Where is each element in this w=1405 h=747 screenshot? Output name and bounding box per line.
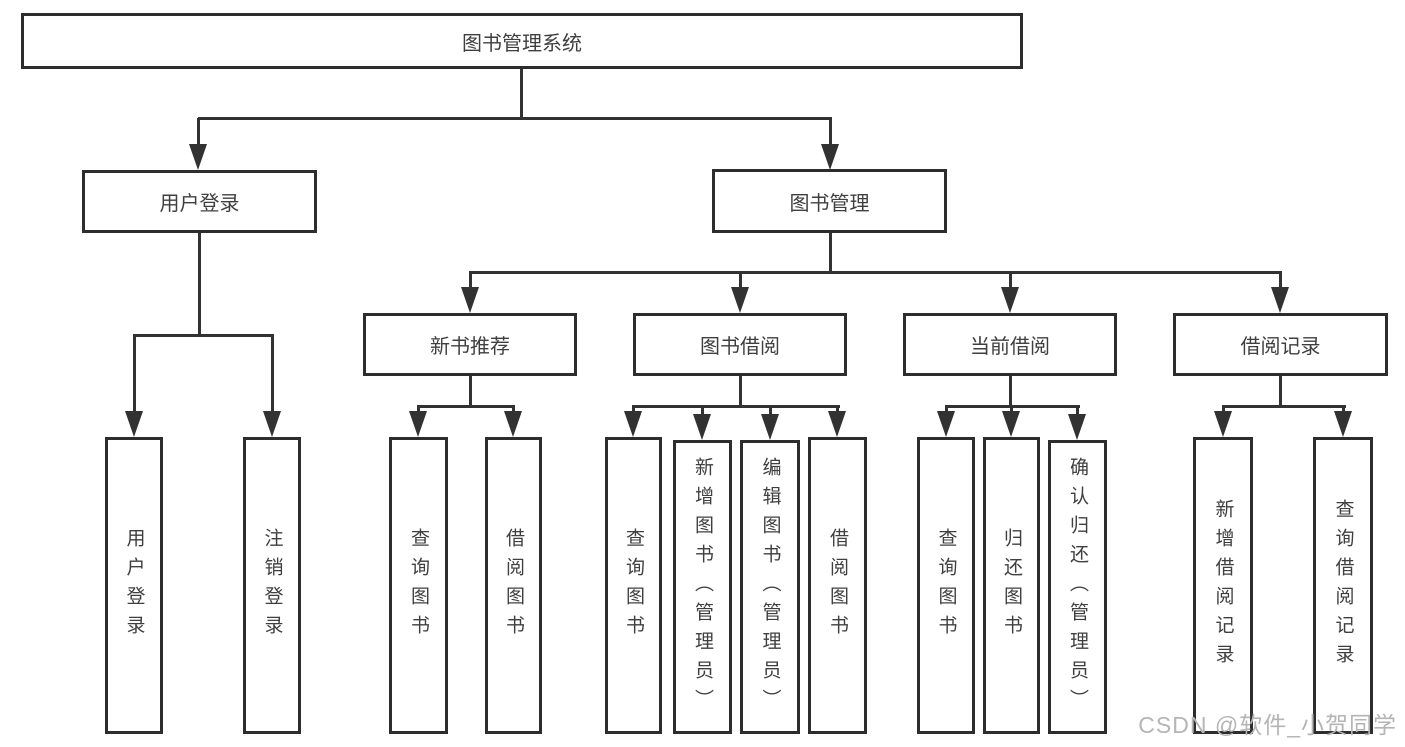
node-book-borrowing: 图书借阅 (633, 313, 847, 376)
leaf-confirm-return-admin: 确认归还（管理员） (1048, 440, 1107, 734)
node-new-book-recommendation: 新书推荐 (363, 313, 577, 376)
arrowhead-down-icon (828, 411, 846, 437)
arrowhead-down-icon (761, 414, 779, 440)
arrowhead-down-icon (1002, 411, 1020, 437)
leaf-borrow-books-borrow: 借阅图书 (808, 437, 867, 734)
arrowhead-down-icon (125, 411, 143, 437)
edge-line (632, 405, 840, 408)
edge-line (769, 406, 772, 418)
arrowhead-down-icon (693, 414, 711, 440)
leaf-query-borrow-record: 查询借阅记录 (1313, 437, 1373, 734)
edge-line (1076, 406, 1079, 418)
arrowhead-down-icon (624, 411, 642, 437)
edge-line (739, 376, 742, 407)
arrowhead-down-icon (731, 287, 749, 313)
edge-line (469, 376, 472, 407)
edge-line (739, 272, 742, 290)
arrowhead-down-icon (263, 411, 281, 437)
arrowhead-down-icon (1001, 287, 1019, 313)
arrowhead-down-icon (1271, 287, 1289, 313)
edge-line (520, 69, 523, 118)
edge-line (469, 272, 472, 290)
edge-line (469, 271, 1282, 274)
leaf-edit-books-admin: 编辑图书（管理员） (740, 440, 800, 734)
edge-line (1279, 376, 1282, 407)
node-book-management: 图书管理 (712, 169, 947, 233)
arrowhead-down-icon (504, 411, 522, 437)
node-borrowing-records: 借阅记录 (1173, 313, 1388, 376)
arrowhead-down-icon (189, 144, 207, 170)
edge-line (1279, 272, 1282, 290)
leaf-query-books-current: 查询图书 (917, 437, 975, 734)
edge-line (133, 334, 274, 337)
arrowhead-down-icon (821, 144, 839, 170)
edge-line (198, 233, 201, 335)
edge-line (701, 406, 704, 418)
edge-line (1009, 272, 1012, 290)
leaf-add-borrow-record: 新增借阅记录 (1193, 437, 1253, 734)
edge-line (829, 118, 832, 148)
arrowhead-down-icon (461, 287, 479, 313)
leaf-add-books-admin: 新增图书（管理员） (673, 440, 732, 734)
edge-line (417, 405, 515, 408)
arrowhead-down-icon (1214, 411, 1232, 437)
leaf-query-books-borrow: 查询图书 (605, 437, 662, 734)
leaf-logout: 注销登录 (243, 437, 301, 734)
leaf-return-books: 归还图书 (983, 437, 1040, 734)
edge-line (133, 335, 136, 415)
edge-line (829, 233, 832, 272)
edge-line (271, 335, 274, 415)
arrowhead-down-icon (409, 411, 427, 437)
edge-line (197, 118, 200, 148)
node-user-login: 用户登录 (82, 170, 317, 233)
edge-line (198, 117, 832, 120)
edge-line (1222, 405, 1346, 408)
arrowhead-down-icon (1068, 414, 1086, 440)
arrowhead-down-icon (937, 411, 955, 437)
csdn-watermark: CSDN @软件_小贺同学 (1138, 712, 1397, 738)
leaf-user-login: 用户登录 (105, 437, 163, 734)
arrowhead-down-icon (1334, 411, 1352, 437)
node-library-management-system: 图书管理系统 (21, 13, 1023, 69)
leaf-borrow-books-recommend: 借阅图书 (485, 437, 542, 734)
leaf-query-books-recommend: 查询图书 (389, 437, 448, 734)
node-current-borrowing: 当前借阅 (903, 313, 1117, 376)
edge-line (1009, 376, 1012, 407)
